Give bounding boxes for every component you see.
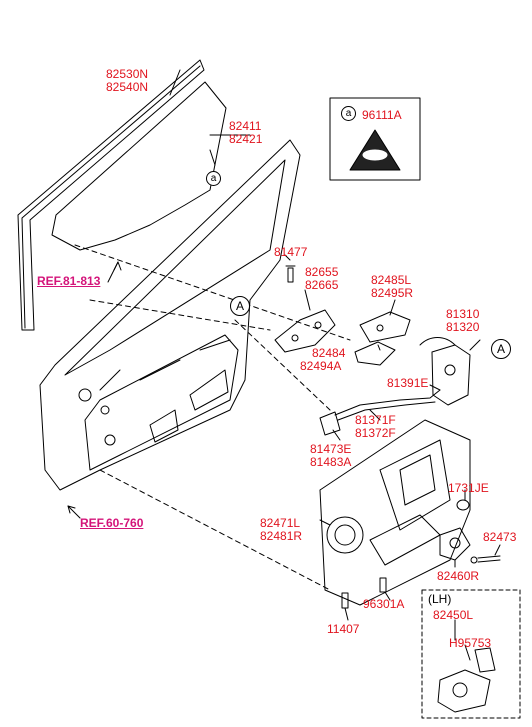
door-latch — [419, 337, 471, 406]
bolt-82473 — [470, 555, 501, 564]
latch-cable — [334, 389, 441, 421]
projection-lines — [74, 244, 351, 591]
glass-run-channel — [17, 59, 205, 331]
part-81473e: 81473E — [310, 442, 352, 456]
part-h95753: H95753 — [449, 636, 492, 650]
part-82460r: 82460R — [437, 569, 480, 583]
label-inset-box — [329, 97, 421, 181]
part-96301a: 96301A — [363, 597, 405, 611]
marker-a-inset: a — [341, 106, 356, 121]
handle-base-bracket — [359, 311, 411, 343]
lh-motor — [437, 647, 496, 713]
marker-A-frame: A — [230, 296, 250, 316]
door-frame — [39, 139, 301, 491]
part-82481r: 82481R — [260, 529, 303, 543]
handle-cover — [354, 341, 396, 366]
part-81372f: 81372F — [355, 426, 396, 440]
part-81391e: 81391E — [387, 376, 429, 390]
bolt-11407 — [341, 592, 349, 609]
part-82473: 82473 — [483, 530, 517, 544]
part-82665: 82665 — [305, 278, 339, 292]
part-82540n: 82540N — [106, 80, 149, 94]
leader-lines — [169, 69, 501, 661]
ref-60-760-link[interactable]: REF.60-760 — [80, 516, 144, 530]
part-82471l: 82471L — [260, 516, 301, 530]
lh-label: (LH) — [428, 592, 452, 606]
ref-81-813-link[interactable]: REF.81-813 — [37, 274, 101, 288]
part-82655: 82655 — [305, 265, 339, 279]
lh-variant-box — [421, 589, 521, 719]
ref-arrow-60 — [67, 505, 81, 519]
grommet — [456, 499, 470, 511]
part-11407: 11407 — [327, 622, 360, 636]
inside-handle — [319, 411, 341, 436]
part-82494a: 82494A — [300, 359, 342, 373]
part-82421: 82421 — [229, 132, 263, 146]
window-motor — [439, 527, 471, 561]
part-82411: 82411 — [229, 119, 262, 133]
part-82484: 82484 — [312, 346, 346, 360]
part-81477: 81477 — [274, 245, 308, 259]
part-82485l: 82485L — [371, 273, 412, 287]
part-82530n: 82530N — [106, 67, 149, 81]
bolt-81477 — [285, 265, 296, 283]
door-glass — [51, 81, 227, 251]
marker-A-latch: A — [491, 339, 511, 359]
bolt-96301 — [379, 577, 387, 593]
part-82495r: 82495R — [371, 286, 414, 300]
marker-a-glass: a — [206, 171, 221, 186]
part-81483a: 81483A — [310, 455, 352, 469]
part-1731je: 1731JE — [448, 481, 489, 495]
part-96111a: 96111A — [362, 108, 402, 122]
outside-handle-bracket — [274, 309, 336, 353]
door-module-panel — [319, 419, 471, 606]
part-81310: 81310 — [446, 307, 480, 321]
part-81320: 81320 — [446, 320, 480, 334]
part-81371f: 81371F — [355, 413, 396, 427]
part-82450l: 82450L — [433, 608, 474, 622]
ref-arrow-81 — [107, 261, 122, 283]
